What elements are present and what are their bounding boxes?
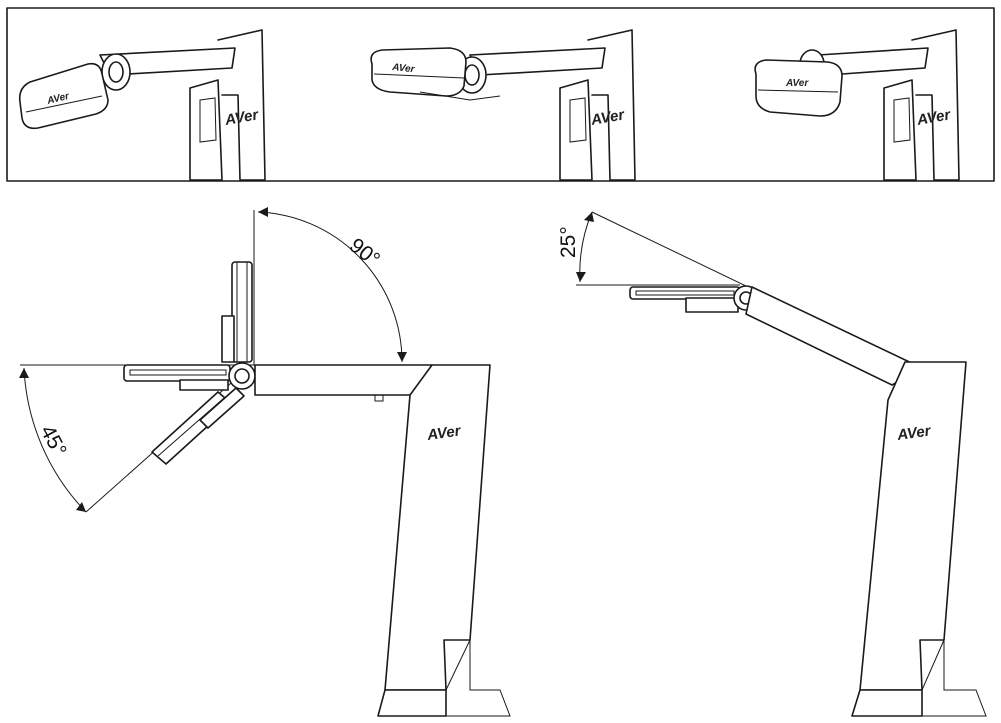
angle-label-90: 90° (345, 234, 384, 272)
angle-label-25: 25° (557, 226, 580, 258)
arc-90 (257, 211, 403, 363)
logo-stand-left: AVer (425, 422, 463, 444)
arc-25 (579, 211, 593, 283)
hinge-left (228, 362, 256, 390)
top-view-1: AVer AVer (18, 29, 266, 181)
arc-45 (23, 367, 87, 513)
logo-stand-top-2: AVer (589, 106, 627, 129)
angle-label-45: 45° (36, 422, 71, 461)
logo-stand-right: AVer (895, 422, 933, 444)
top-view-2: AVer AVer (370, 29, 636, 181)
top-panel-frame (6, 7, 995, 182)
logo-top-3: AVer (785, 78, 809, 89)
logo-top-2: AVer (391, 62, 416, 75)
logo-stand-top-1: AVer (223, 106, 261, 129)
logo-stand-top-3: AVer (915, 106, 953, 129)
left-diagram: 90° 45° AVer (19, 207, 511, 717)
top-view-3: AVer AVer (754, 29, 960, 181)
right-diagram: 25° AVer (557, 211, 987, 717)
